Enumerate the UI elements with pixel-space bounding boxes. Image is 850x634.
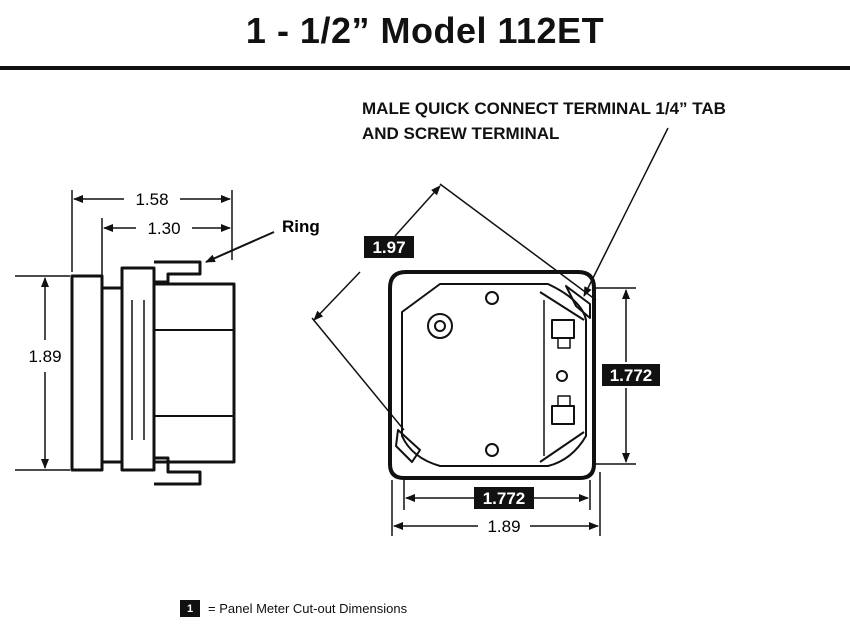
page-title: 1 - 1/2” Model 112ET	[245, 10, 605, 51]
terminal-leader	[583, 127, 669, 297]
terminal-edge-bottom	[539, 431, 585, 463]
cutout-box-diagonal	[364, 236, 414, 258]
side-dimensions	[15, 190, 275, 471]
callout-line-1: MALE QUICK CONNECT TERMINAL 1/4” TAB	[362, 99, 726, 118]
dim-label-overall-width: 1.58	[135, 190, 168, 209]
callout-line-2: AND SCREW TERMINAL	[362, 124, 560, 143]
terminal-bottom	[551, 405, 575, 425]
center-hole-right	[556, 370, 568, 382]
dim-197-lower	[313, 271, 361, 321]
terminal-top	[551, 319, 575, 339]
dim-197-upper	[394, 185, 441, 237]
terminal-callout: MALE QUICK CONNECT TERMINAL 1/4” TAB AND…	[362, 96, 726, 146]
front-view	[388, 270, 596, 480]
zero-adjust-screw-outer	[427, 313, 453, 339]
dim-label-side-height: 1.89	[28, 347, 61, 366]
dim-label-cutout-width: 1.772	[483, 489, 526, 508]
side-view	[70, 260, 236, 486]
dim-label-overall-width-front: 1.89	[487, 517, 520, 536]
ext-line-diag-bottom	[311, 317, 405, 431]
front-dimensions	[311, 127, 669, 536]
zero-adjust-screw-inner	[434, 320, 446, 332]
terminal-edge-top	[539, 291, 585, 321]
inner-case	[401, 283, 587, 467]
dim-label-cutout-height: 1.772	[610, 366, 653, 385]
corner-clip-top-right	[565, 285, 591, 319]
mounting-hole-bottom	[485, 443, 499, 457]
mounting-hole-top	[485, 291, 499, 305]
case-body	[152, 282, 236, 464]
cutout-box-width	[474, 487, 534, 509]
clamp-ring-body	[120, 266, 156, 472]
ext-line-diag-top	[439, 183, 597, 301]
ring-leader	[205, 231, 275, 263]
terminal-bottom-tab	[557, 395, 571, 407]
title-divider	[0, 66, 850, 70]
front-flange	[70, 274, 104, 472]
ring-label: Ring	[282, 217, 320, 236]
cutout-box-height	[602, 364, 660, 386]
ring-bottom-tab	[154, 456, 202, 486]
legend: 1 = Panel Meter Cut-out Dimensions	[180, 600, 407, 617]
dim-label-inner-width: 1.30	[147, 219, 180, 238]
corner-clip-bottom-left	[395, 429, 421, 463]
bezel-step	[102, 286, 124, 464]
legend-key-box: 1	[180, 600, 200, 617]
legend-text: = Panel Meter Cut-out Dimensions	[208, 601, 408, 616]
terminal-top-tab	[557, 337, 571, 349]
dim-label-diagonal: 1.97	[372, 238, 405, 257]
ring-top-tab	[154, 260, 202, 284]
